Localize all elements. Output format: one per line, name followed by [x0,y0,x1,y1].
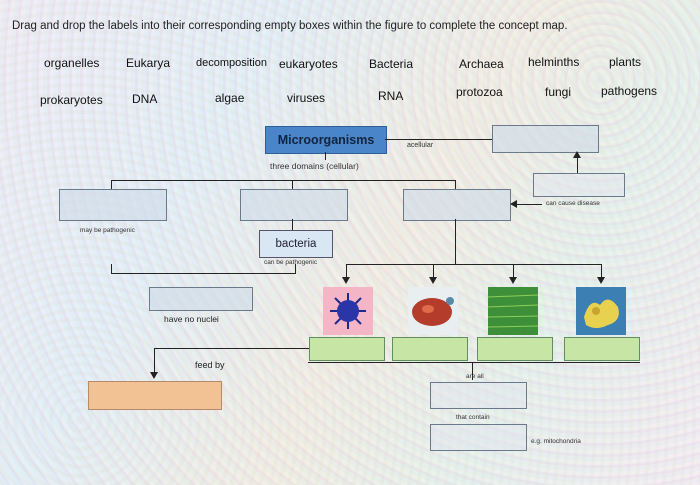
may-be-pathogenic-text: may be pathogenic [80,227,135,234]
have-no-nuclei-text: have no nuclei [164,314,219,324]
drop-box-domain-3[interactable] [403,189,511,221]
label-fungi[interactable]: fungi [545,85,572,99]
branch-left [111,180,112,190]
label-plants[interactable]: plants [609,55,642,69]
acellular-text: acellular [407,142,434,149]
connector-acellular [385,139,492,140]
branch-e1 [346,264,347,278]
eukarya-stem [455,219,456,264]
arrow-down-icon [429,277,437,284]
algae-icon [488,287,538,335]
label-decomposition[interactable]: decomposition [196,57,267,69]
label-helminths[interactable]: helminths [528,55,580,69]
virus-icon [323,287,373,335]
branch-e3 [513,264,514,278]
bacteria-node: bacteria [259,230,333,258]
connector-up [577,158,578,173]
eukaryote-bracket-line [308,362,640,363]
label-prokaryotes[interactable]: prokaryotes [40,93,103,107]
arrow-down-icon [597,277,605,284]
label-eukarya[interactable]: Eukarya [126,56,171,70]
that-contain-text: that contain [456,414,490,421]
can-cause-disease-text: can cause disease [546,200,600,207]
label-rna[interactable]: RNA [378,89,404,103]
branch-e2 [433,264,434,278]
drop-box-no-nuclei[interactable] [149,287,253,311]
arrow-down-icon [342,277,350,284]
label-viruses[interactable]: viruses [287,91,326,105]
label-pathogens[interactable]: pathogens [601,84,658,98]
drop-box-eukaryote-3[interactable] [477,337,553,361]
feed-by-line [154,348,309,349]
label-dna[interactable]: DNA [132,92,158,106]
drop-box-contain[interactable] [430,424,527,451]
eukarya-branch-line [346,264,602,265]
can-be-pathogenic-text: can be pathogenic [264,259,318,266]
drop-box-eukaryote-4[interactable] [564,337,640,361]
drop-box-pathogens[interactable] [533,173,625,197]
protozoa-icon [408,287,458,335]
arrow-down-icon [509,277,517,284]
drop-box-eukaryote-2[interactable] [392,337,468,361]
label-protozoa[interactable]: protozoa [456,85,503,99]
three-domains-text: three domains (cellular) [270,161,359,171]
branch-right [455,180,456,190]
feed-by-drop [154,348,155,373]
domains-branch-line [111,180,455,181]
branch-e4 [601,264,602,278]
drop-box-acellular[interactable] [492,125,599,153]
arrow-down-icon [150,372,158,379]
label-bacteria[interactable]: Bacteria [369,57,414,71]
label-eukaryotes[interactable]: eukaryotes [279,57,338,71]
label-algae[interactable]: algae [215,91,245,105]
connector-disease [516,204,542,205]
instructions: Drag and drop the labels into their corr… [12,20,568,32]
bracket-right [295,264,296,274]
root-node: Microorganisms [265,126,387,154]
connector-bacteria [292,219,293,230]
label-organelles[interactable]: organelles [44,56,100,70]
bracket-bottom-line [111,273,296,274]
connector-root-down [325,152,326,160]
arrow-left-icon [510,200,517,208]
eg-mitochondria-text: e.g. mitochondria [531,438,581,445]
connector-are-all [472,362,473,380]
fungi-icon [576,287,626,335]
are-all-text: are all [466,373,484,380]
branch-mid [292,180,293,190]
drop-box-domain-1[interactable] [59,189,167,221]
drop-box-eukaryote-1[interactable] [309,337,385,361]
label-archaea[interactable]: Archaea [459,57,504,71]
drop-box-domain-2[interactable] [240,189,348,221]
drop-box-are-all[interactable] [430,382,527,409]
feed-by-text: feed by [195,360,225,370]
drop-box-feed-by[interactable] [88,381,222,410]
bracket-left [111,264,112,274]
arrow-up-icon [573,151,581,158]
